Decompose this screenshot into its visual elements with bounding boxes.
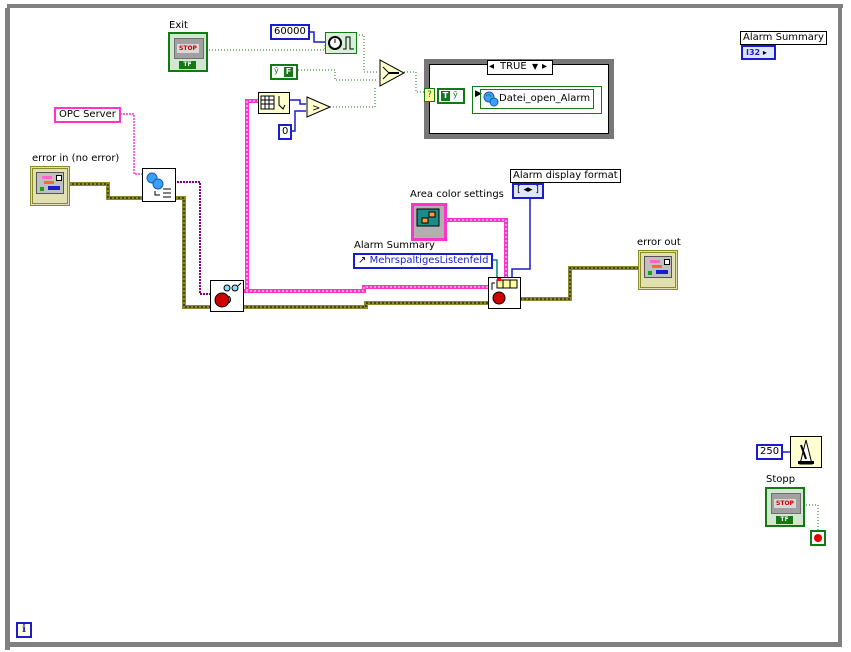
exit-stop-button[interactable]: STOP TF: [168, 32, 208, 72]
read-alarms-node[interactable]: [210, 280, 244, 312]
boolean-const-glyph: ȳ: [453, 90, 458, 99]
error-wire: [68, 182, 640, 309]
stopwatch-icon: [328, 36, 354, 50]
loop-iteration-terminal[interactable]: i: [16, 622, 32, 638]
greater-than-node[interactable]: >: [306, 96, 331, 118]
stop-button-face: STOP: [174, 38, 204, 59]
alarm-summary-indicator[interactable]: I32 ▸: [741, 45, 776, 60]
datei-open-alarm-subvi[interactable]: ▶ Datei_open_Alarm: [472, 86, 602, 114]
true-value: T: [441, 91, 450, 101]
opc-server-constant[interactable]: OPC Server: [54, 107, 121, 123]
array-grid-icon: [260, 95, 286, 110]
svg-text:>: >: [312, 103, 320, 114]
array-wire: [242, 99, 508, 293]
glasses-bell-icon: [214, 282, 242, 308]
error-cluster-icon: [644, 256, 672, 278]
stopp-stop-button[interactable]: STOP TF: [765, 487, 805, 527]
stopp-label: Stopp: [766, 474, 796, 485]
case-selector-value: TRUE: [500, 61, 527, 72]
stop-text: STOP: [177, 44, 199, 53]
window-frame-top: [7, 4, 843, 8]
subvi-label: Datei_open_Alarm: [499, 93, 591, 104]
wait-ms-constant[interactable]: 250: [756, 444, 784, 460]
case-selector-terminal: ?: [424, 88, 435, 102]
opc-browse-icon: [146, 172, 171, 198]
true-constant[interactable]: T ȳ: [437, 88, 465, 104]
display-alarms-node[interactable]: [488, 277, 521, 309]
alarm-display-format-control[interactable]: [ ◂▸ ]: [512, 183, 544, 199]
metronome-icon: [798, 439, 814, 465]
window-frame-left: [5, 8, 10, 650]
alarm-summary-indicator-label: Alarm Summary: [740, 31, 827, 45]
case-structure[interactable]: ◂ TRUE ▼ ▸ ? T ȳ ▶ Datei_open_Alarm: [424, 59, 614, 139]
tf-badge: TF: [776, 516, 793, 524]
ref-value: MehrspaltigesListenfeld: [369, 255, 489, 266]
window-frame-right: [838, 8, 842, 642]
color-cluster-icon: [416, 208, 440, 227]
terminal-arrow-icon: ▸: [760, 48, 767, 57]
boolean-const-glyph: ȳ: [274, 66, 279, 75]
error-in-control[interactable]: [30, 166, 70, 206]
window-frame-bottom: [10, 642, 842, 647]
string-wire: [117, 113, 142, 175]
stop-button-face: STOP: [771, 493, 801, 514]
elapsed-time-node[interactable]: [325, 32, 357, 54]
wait-ms-node[interactable]: [790, 436, 822, 468]
case-prev-arrow-icon[interactable]: ◂: [489, 61, 495, 72]
refnum-wire: [174, 181, 210, 295]
case-selector[interactable]: ◂ TRUE ▼ ▸: [487, 60, 553, 75]
alarm-summary-ref[interactable]: ↗ MehrspaltigesListenfeld: [353, 253, 494, 269]
false-value: F: [284, 67, 293, 77]
error-cluster-icon: [36, 172, 64, 194]
loop-stop-condition[interactable]: [810, 530, 826, 546]
error-out-label: error out: [637, 237, 681, 248]
case-dropdown-icon[interactable]: ▼: [532, 62, 539, 71]
zero-constant[interactable]: 0: [278, 124, 293, 140]
invoke-arrow-icon: ▶: [475, 89, 482, 99]
timeout-constant[interactable]: 60000: [270, 24, 310, 40]
exit-label: Exit: [169, 20, 188, 31]
boolean-wire: [206, 34, 819, 530]
area-color-label: Area color settings: [410, 189, 504, 200]
select-node[interactable]: [379, 59, 405, 87]
false-constant[interactable]: ȳ F: [270, 64, 298, 80]
i32-type: I32: [746, 48, 761, 57]
stop-text: STOP: [774, 499, 796, 508]
globe-icon: [483, 91, 499, 110]
tf-badge: TF: [179, 61, 196, 69]
opc-browse-node[interactable]: [142, 168, 176, 202]
area-color-control[interactable]: [411, 203, 447, 241]
subvi-inner: Datei_open_Alarm: [480, 89, 594, 109]
array-size-node[interactable]: [258, 92, 290, 114]
alarm-display-format-label: Alarm display format: [510, 169, 621, 183]
reference-arrow-icon: ↗: [358, 255, 370, 266]
case-next-arrow-icon[interactable]: ▸: [542, 61, 548, 72]
error-in-label: error in (no error): [32, 153, 120, 164]
stop-circle-icon: [814, 534, 822, 542]
error-out-indicator[interactable]: [638, 250, 678, 290]
alarm-summary-ref-label: Alarm Summary: [354, 240, 435, 251]
table-bell-icon: [491, 278, 518, 305]
